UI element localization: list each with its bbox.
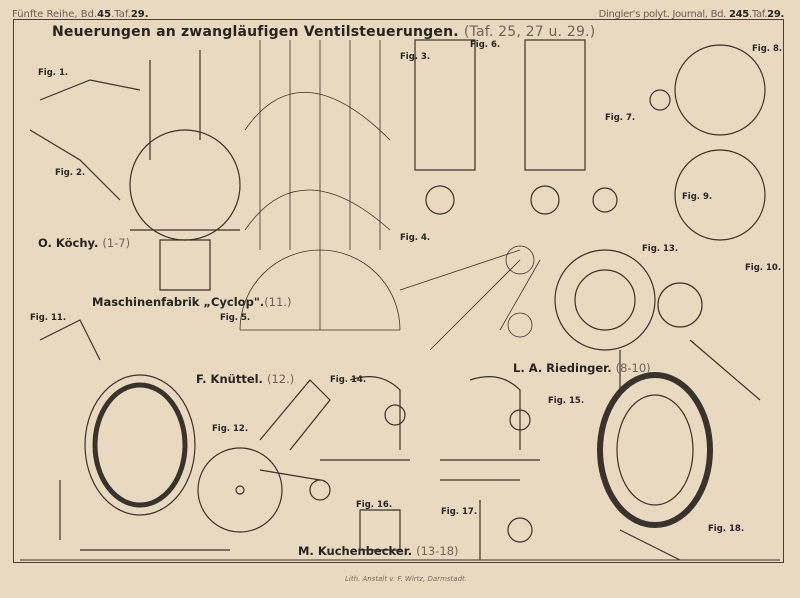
fig4-drawing [399,245,541,351]
fig-9-label: Fig. 9. [682,192,713,202]
maker-riedinger: L. A. Riedinger. (8-10) [513,361,651,375]
maker-kuchenbecker: M. Kuchenbecker. (13-18) [298,544,459,558]
fig-3-label: Fig. 3. [400,52,431,62]
fig-6-label: Fig. 6. [470,40,501,50]
header-right: Dingler's polyt. Journal, Bd. 245.Taf.29… [598,9,785,20]
fig-5-label: Fig. 5. [220,313,251,323]
fig-18-label: Fig. 18. [708,524,745,534]
fig-1-label: Fig. 1. [38,68,69,78]
fig12-drawing [197,379,331,533]
fig-7-label: Fig. 7. [605,113,636,123]
maker-knuettel: F. Knüttel. (12.) [196,372,295,386]
fig2-drawing [29,50,241,291]
fig11-drawing [39,319,230,551]
fig-10-label: Fig. 10. [745,263,782,273]
fig-14-label: Fig. 14. [330,375,367,385]
fig14-fig15-drawing [320,376,540,461]
fig13-drawing [554,249,703,351]
fig-12-label: Fig. 12. [212,424,249,434]
fig-11-label: Fig. 11. [30,313,67,323]
fig16-fig17-drawing [359,479,533,560]
fig5-diagram [239,40,401,331]
fig8-fig9-drawing [649,44,766,241]
fig-2-label: Fig. 2. [55,168,86,178]
fig-8-label: Fig. 8. [752,44,783,54]
plate-title: Neuerungen an zwangläufigen Ventilsteuer… [52,24,596,40]
fig-17-label: Fig. 17. [441,507,478,517]
fig-13-label: Fig. 13. [642,244,679,254]
maker-cyclop: Maschinenfabrik „Cyclop".(11.) [92,295,292,309]
fig3-fig6-drawing [414,39,618,215]
fig-4-label: Fig. 4. [400,233,431,243]
plate-border [13,19,784,563]
fig-16-label: Fig. 16. [356,500,393,510]
fig18-drawing [597,339,761,561]
header-left: Fünfte Reihe, Bd.45.Taf.29. [12,9,149,20]
fig-15-label: Fig. 15. [548,396,585,406]
maker-koechy: O. Köchy. (1-7) [38,236,131,250]
lithographer-imprint: Lith. Anstalt v. F. Wirtz, Darmstadt. [345,575,467,583]
